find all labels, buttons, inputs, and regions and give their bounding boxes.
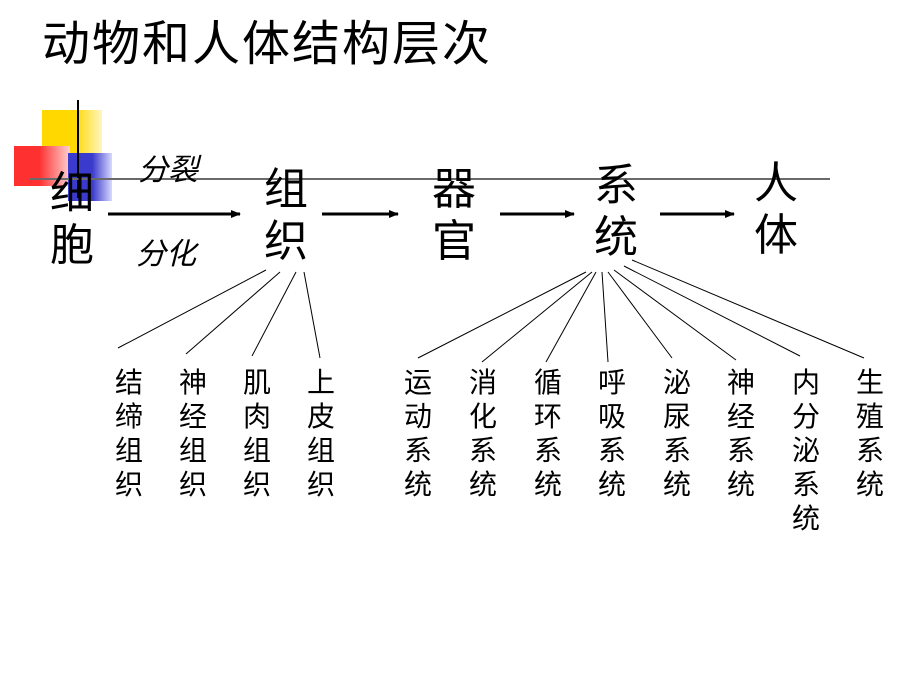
- tissue-char: 缔: [114, 400, 143, 433]
- system-char: 系: [726, 434, 755, 467]
- link-system-endocrine: [623, 265, 801, 357]
- tissue-char: 上: [306, 366, 335, 399]
- tissue-nerve: 神 经 组 织: [175, 366, 211, 502]
- node-tissue-char: 组: [264, 164, 308, 215]
- decor-horizontal-line: [30, 178, 830, 180]
- node-organ-char: 官: [432, 216, 476, 267]
- system-endocrine: 内 分 泌 系 统: [788, 366, 824, 536]
- tissue-char: 结: [114, 366, 143, 399]
- system-char: 分: [791, 400, 820, 433]
- system-motor: 运 动 系 统: [400, 366, 436, 502]
- node-organ: 器 官: [426, 164, 482, 268]
- system-char: 统: [597, 468, 626, 501]
- system-char: 统: [726, 468, 755, 501]
- node-cell-char: 细: [50, 168, 94, 219]
- system-char: 统: [791, 502, 820, 535]
- node-organ-char: 器: [432, 164, 476, 215]
- system-char: 系: [662, 434, 691, 467]
- system-char: 动: [403, 400, 432, 433]
- tissue-char: 织: [178, 468, 207, 501]
- system-char: 统: [855, 468, 884, 501]
- tissue-char: 经: [178, 400, 207, 433]
- tissue-char: 肉: [242, 400, 271, 433]
- tissue-char: 组: [114, 434, 143, 467]
- node-tissue-char: 织: [264, 216, 308, 267]
- tissue-char: 织: [114, 468, 143, 501]
- tissue-char: 织: [242, 468, 271, 501]
- system-char: 统: [533, 468, 562, 501]
- node-system: 系 统: [588, 160, 644, 264]
- tissue-char: 组: [306, 434, 335, 467]
- tissue-char: 织: [306, 468, 335, 501]
- tissue-char: 组: [242, 434, 271, 467]
- system-char: 环: [533, 400, 562, 433]
- system-digestive: 消 化 系 统: [465, 366, 501, 502]
- decor-vertical-line: [77, 100, 79, 198]
- node-cell-char: 胞: [50, 220, 94, 271]
- system-char: 系: [468, 434, 497, 467]
- link-system-nervous: [613, 269, 737, 361]
- system-char: 系: [597, 434, 626, 467]
- tissue-char: 组: [178, 434, 207, 467]
- link-system-respiratory: [601, 271, 609, 363]
- system-char: 吸: [597, 400, 626, 433]
- tissue-muscle: 肌 肉 组 织: [239, 366, 275, 502]
- node-body: 人 体: [748, 158, 804, 262]
- system-char: 经: [726, 400, 755, 433]
- system-char: 统: [403, 468, 432, 501]
- edge-label-division: 分裂: [138, 153, 198, 188]
- node-tissue: 组 织: [258, 164, 314, 268]
- link-tissue-connective: [117, 269, 267, 349]
- link-system-urinary: [607, 271, 673, 359]
- system-char: 殖: [855, 400, 884, 433]
- node-system-char: 统: [594, 212, 638, 263]
- system-char: 运: [403, 366, 432, 399]
- system-char: 循: [533, 366, 562, 399]
- system-char: 呼: [597, 366, 626, 399]
- system-respiratory: 呼 吸 系 统: [594, 366, 630, 502]
- link-system-reproductive: [631, 259, 865, 359]
- link-tissue-muscle: [251, 271, 297, 357]
- link-tissue-nerve: [185, 271, 281, 355]
- page-title: 动物和人体结构层次: [42, 16, 493, 72]
- node-body-char: 体: [754, 210, 798, 261]
- system-char: 生: [855, 366, 884, 399]
- system-char: 尿: [662, 400, 691, 433]
- node-body-char: 人: [754, 158, 798, 209]
- tissue-char: 神: [178, 366, 207, 399]
- system-char: 系: [791, 468, 820, 501]
- tissue-connective: 结 缔 组 织: [111, 366, 147, 502]
- link-tissue-epithelial: [303, 271, 321, 359]
- system-char: 化: [468, 400, 497, 433]
- node-cell: 细 胞: [44, 168, 100, 272]
- system-urinary: 泌 尿 系 统: [659, 366, 695, 502]
- system-char: 系: [403, 434, 432, 467]
- system-char: 神: [726, 366, 755, 399]
- system-char: 统: [468, 468, 497, 501]
- system-nervous: 神 经 系 统: [723, 366, 759, 502]
- system-circulatory: 循 环 系 统: [530, 366, 566, 502]
- system-char: 消: [468, 366, 497, 399]
- tissue-char: 皮: [306, 400, 335, 433]
- system-char: 统: [662, 468, 691, 501]
- tissue-char: 肌: [242, 366, 271, 399]
- system-char: 泌: [662, 366, 691, 399]
- tissue-epithelial: 上 皮 组 织: [303, 366, 339, 502]
- system-reproductive: 生 殖 系 统: [852, 366, 888, 502]
- system-char: 内: [791, 366, 820, 399]
- node-system-char: 系: [594, 160, 638, 211]
- system-char: 泌: [791, 434, 820, 467]
- decor-blue-square: [68, 153, 112, 201]
- edge-label-differentiation: 分化: [136, 237, 196, 272]
- system-char: 系: [533, 434, 562, 467]
- link-system-circulatory: [545, 271, 597, 363]
- system-char: 系: [855, 434, 884, 467]
- link-system-motor: [417, 271, 587, 359]
- link-system-digestive: [481, 271, 593, 363]
